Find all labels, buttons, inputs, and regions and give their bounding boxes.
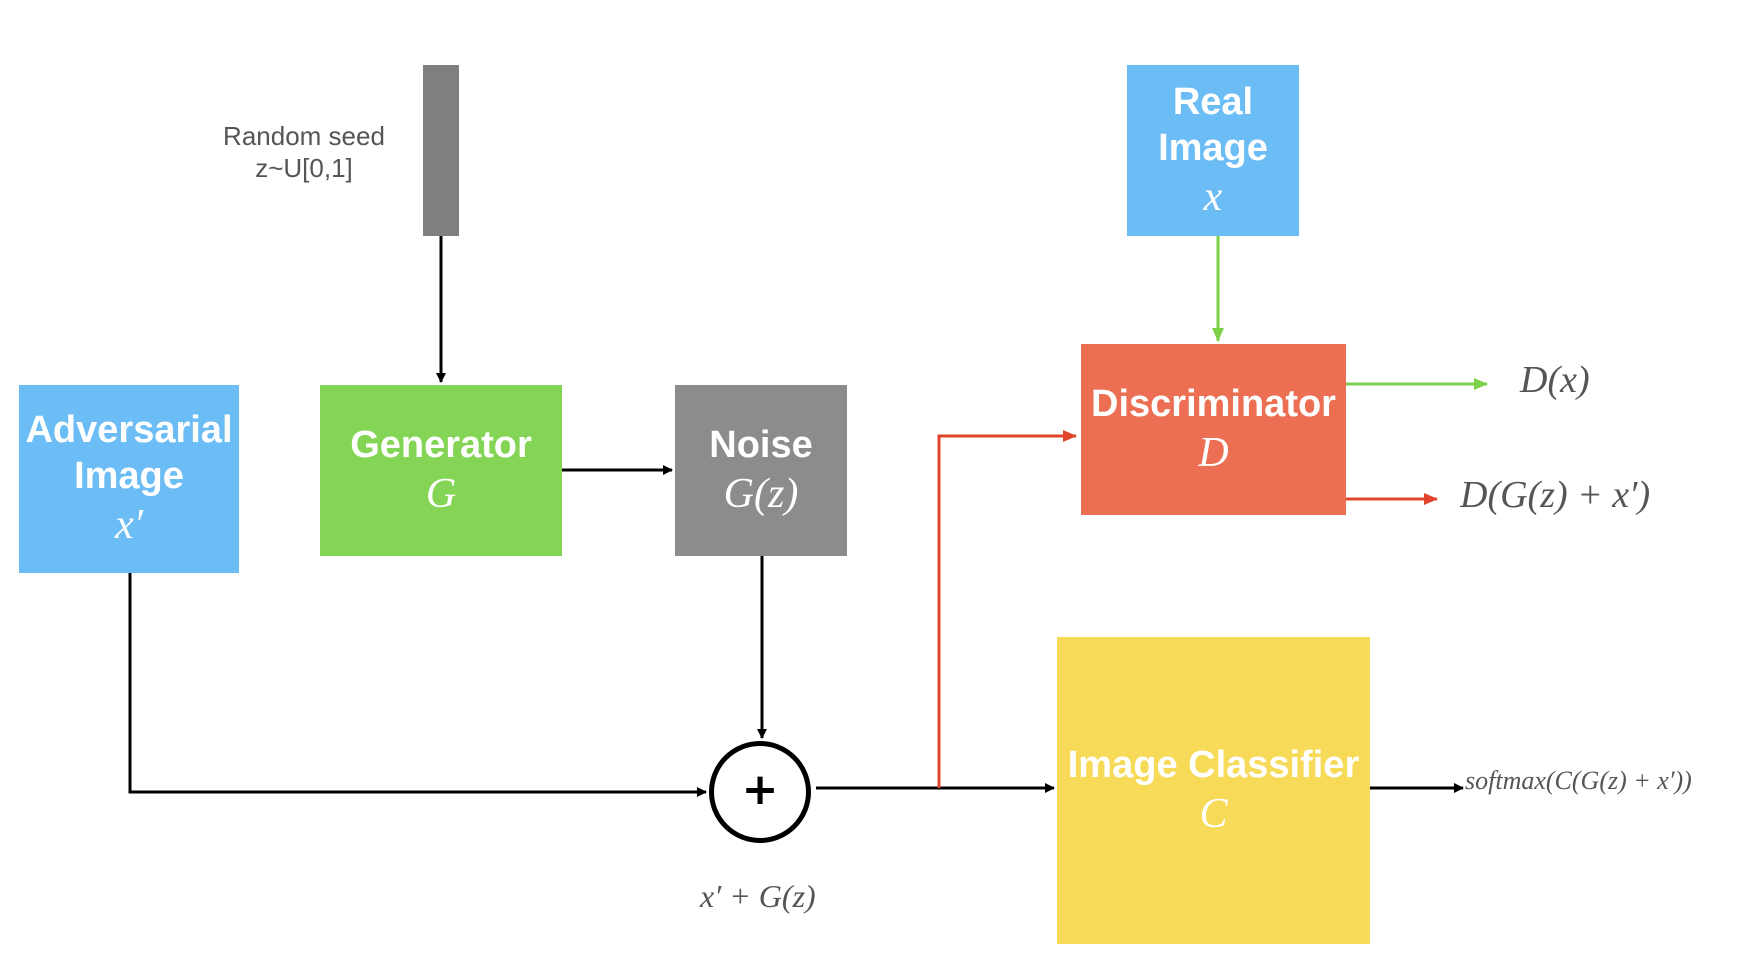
image-classifier-symbol: C: [1199, 790, 1228, 837]
real-image-title: Real Image: [1158, 80, 1268, 169]
plus-icon: +: [741, 764, 779, 815]
sum-node: +: [709, 741, 811, 843]
random-seed-label: Random seed z~U[0,1]: [223, 121, 385, 183]
generator-symbol: G: [425, 470, 457, 517]
noise-symbol: G(z): [723, 470, 799, 517]
discriminator-fake-output-label: D(G(z) + x′): [1460, 474, 1651, 516]
adversarial-image-title: Adversarial Image: [25, 409, 233, 497]
discriminator-symbol: D: [1198, 429, 1229, 476]
image-classifier-title: Image Classifier: [1067, 743, 1360, 786]
noise-title: Noise: [709, 423, 813, 466]
arrow-sum-to-discriminator: [937, 430, 1077, 788]
adversarial-image-box: Adversarial Image x′: [19, 385, 239, 573]
sum-label: x′ + G(z): [700, 878, 816, 914]
generator-box: Generator G: [320, 385, 562, 556]
classifier-output-label: softmax(C(G(z) + x′)): [1465, 766, 1692, 795]
adversarial-image-symbol: x′: [115, 502, 143, 548]
discriminator-box: Discriminator D: [1081, 344, 1346, 515]
real-image-box: Real Image x: [1127, 65, 1299, 236]
real-image-symbol: x: [1203, 173, 1223, 220]
arrow-adversarial-to-sum: [128, 573, 707, 797]
discriminator-title: Discriminator: [1091, 382, 1336, 425]
generator-title: Generator: [350, 423, 532, 466]
discriminator-real-output-label: D(x): [1520, 359, 1590, 401]
random-seed-bar: [423, 65, 459, 236]
image-classifier-box: Image Classifier C: [1057, 637, 1370, 944]
noise-box: Noise G(z): [675, 385, 847, 556]
